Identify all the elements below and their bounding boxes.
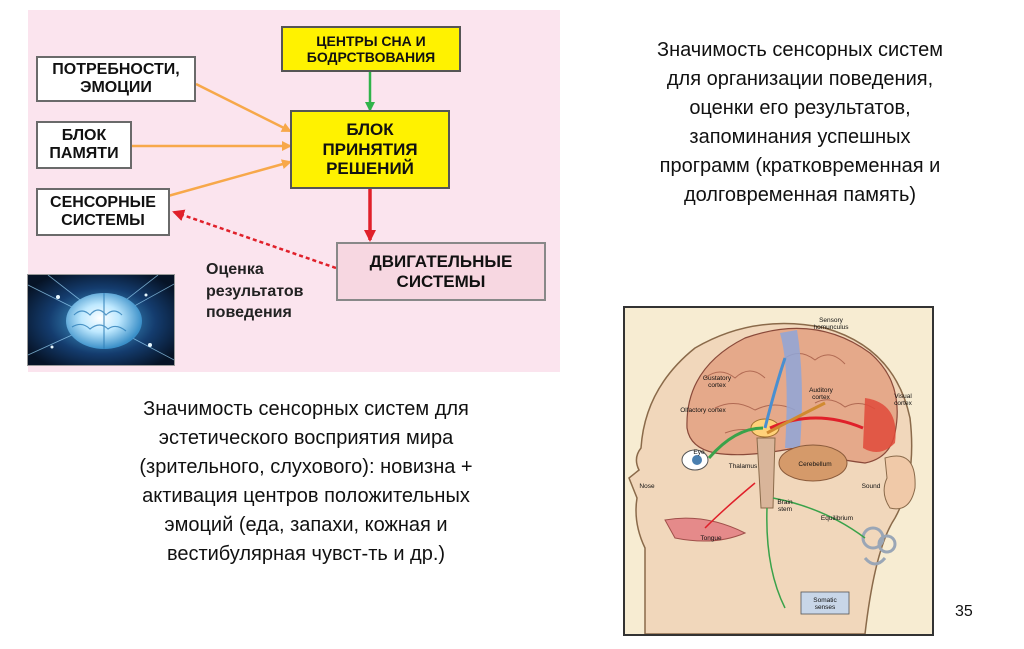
evaluation-label: Оценка результатов поведения bbox=[206, 261, 304, 322]
label-eye: Eye bbox=[693, 449, 705, 456]
sensory-behavior-text: Значимость сенсорных систем для организа… bbox=[656, 39, 943, 206]
sleep-wake-centers-box: ЦЕНТРЫ СНА И БОДРСТВОВАНИЯ bbox=[281, 26, 461, 72]
memory-block-box: БЛОК ПАМЯТИ bbox=[36, 121, 132, 169]
arrow-sensory-to-decision bbox=[167, 159, 292, 198]
needs-emotions-box: ПОТРЕБНОСТИ, ЭМОЦИИ bbox=[36, 56, 196, 102]
page-number: 35 bbox=[955, 603, 973, 620]
label-olfactory-cortex: Olfactory cortex bbox=[680, 407, 726, 414]
label-equilibrium: Equilibrium bbox=[821, 515, 853, 522]
label-tongue: Tongue bbox=[700, 535, 722, 542]
glowing-brain-image bbox=[27, 274, 175, 366]
label-thalamus: Thalamus bbox=[729, 463, 758, 470]
motor-systems-box: ДВИГАТЕЛЬНЫЕ СИСТЕМЫ bbox=[336, 242, 546, 301]
sensory-systems-box: СЕНСОРНЫЕ СИСТЕМЫ bbox=[36, 188, 170, 236]
label-cerebellum: Cerebellum bbox=[798, 461, 831, 468]
sensory-aesthetic-text: Значимость сенсорных систем для эстетиче… bbox=[139, 398, 473, 565]
label-nose: Nose bbox=[639, 483, 655, 490]
decision-block-box: БЛОК ПРИНЯТИЯ РЕШЕНИЙ bbox=[290, 110, 450, 189]
label-sound: Sound bbox=[862, 483, 881, 490]
arrow-motor-to-sensory-dotted bbox=[172, 209, 337, 270]
arrow-needs-to-decision bbox=[195, 82, 292, 133]
